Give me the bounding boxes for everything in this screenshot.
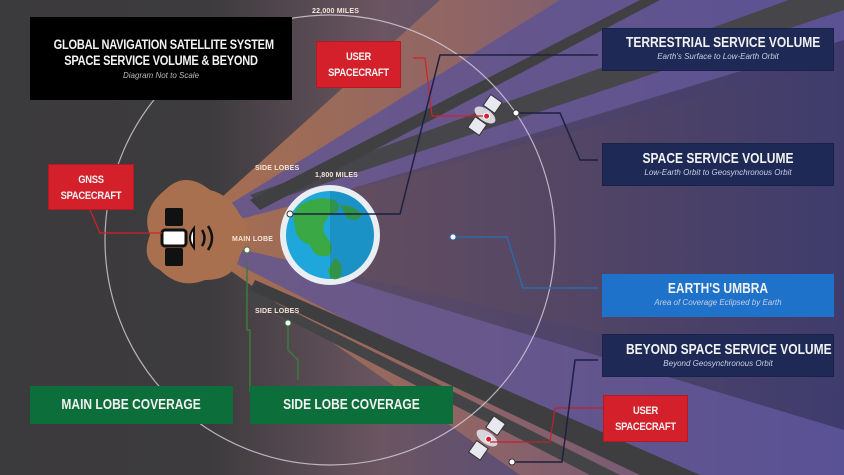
dot-beyond	[508, 458, 516, 466]
geo-orbit-ring	[104, 14, 556, 466]
side-lobe-coverage-box: SIDE LOBE COVERAGE	[250, 386, 453, 424]
leader-beyond	[512, 359, 598, 463]
leader-gnss	[89, 209, 162, 234]
leader-side-lobe	[287, 323, 299, 380]
title-line-2: SPACE SERVICE VOLUME & BEYOND	[64, 53, 258, 68]
dot-main-lobe	[243, 246, 251, 254]
dot-side-lobe	[284, 319, 292, 327]
null-band-lower-2	[250, 280, 700, 475]
zone-title: SPACE SERVICE VOLUME	[642, 150, 794, 167]
null-band-upper-2	[250, 0, 660, 210]
user-spacecraft-bottom-callout: USER SPACECRAFT	[603, 395, 688, 442]
zone-subtitle: Beyond Geosynchronous Orbit	[663, 359, 773, 368]
side-lobes-bottom-label: SIDE LOBES	[255, 308, 300, 315]
user-spacecraft-bottom-icon	[467, 415, 507, 461]
zone-subtitle: Earth's Surface to Low-Earth Orbit	[657, 52, 779, 61]
earth-land	[293, 198, 362, 280]
leader-user-top	[413, 57, 483, 117]
zone-beyond-space-service-volume: BEYOND SPACE SERVICE VOLUME Beyond Geosy…	[602, 334, 834, 377]
gnss-spacecraft-icon	[160, 208, 214, 266]
leader-main-lobe	[246, 262, 251, 392]
zone-title: EARTH'S UMBRA	[667, 280, 769, 297]
zone-title: BEYOND SPACE SERVICE VOLUME	[626, 341, 832, 358]
dot-umbra	[449, 233, 457, 241]
gnss-spacecraft-callout: GNSS SPACECRAFT	[48, 164, 134, 210]
dot-terrestrial	[286, 210, 294, 218]
zone-earths-umbra: EARTH'S UMBRA Area of Coverage Eclipsed …	[602, 274, 834, 317]
main-lobe-label: MAIN LOBE	[232, 236, 274, 243]
zone-subtitle: Area of Coverage Eclipsed by Earth	[654, 298, 782, 307]
side-lobes-top-label: SIDE LOBES	[255, 165, 300, 172]
zone-terrestrial-service-volume: TERRESTRIAL SERVICE VOLUME Earth's Surfa…	[602, 28, 834, 71]
distance-1800-miles: 1,800 MILES	[315, 172, 359, 179]
zone-space-service-volume: SPACE SERVICE VOLUME Low-Earth Orbit to …	[602, 143, 834, 186]
zone-title: TERRESTRIAL SERVICE VOLUME	[626, 34, 821, 51]
earth-umbra	[330, 40, 844, 430]
leader-user-bottom	[490, 407, 603, 443]
title-line-1: GLOBAL NAVIGATION SATELLITE SYSTEM	[53, 37, 274, 52]
leader-terrestrial	[290, 54, 598, 215]
null-band-lower	[240, 290, 620, 475]
user-spacecraft-top-icon	[467, 93, 503, 137]
leader-ssv	[516, 112, 598, 161]
main-lobe-coverage-box: MAIN LOBE COVERAGE	[30, 386, 233, 424]
title-subtitle: Diagram Not to Scale	[122, 71, 200, 80]
diagram-title-box: GLOBAL NAVIGATION SATELLITE SYSTEM SPACE…	[30, 17, 292, 100]
distance-22000-miles: 22,000 MILES	[312, 8, 360, 15]
user-spacecraft-top-callout: USER SPACECRAFT	[316, 41, 401, 88]
leader-umbra	[453, 236, 598, 289]
zone-subtitle: Low-Earth Orbit to Geosynchronous Orbit	[644, 168, 792, 177]
earth-shade	[330, 191, 374, 279]
dot-ssv	[512, 109, 520, 117]
